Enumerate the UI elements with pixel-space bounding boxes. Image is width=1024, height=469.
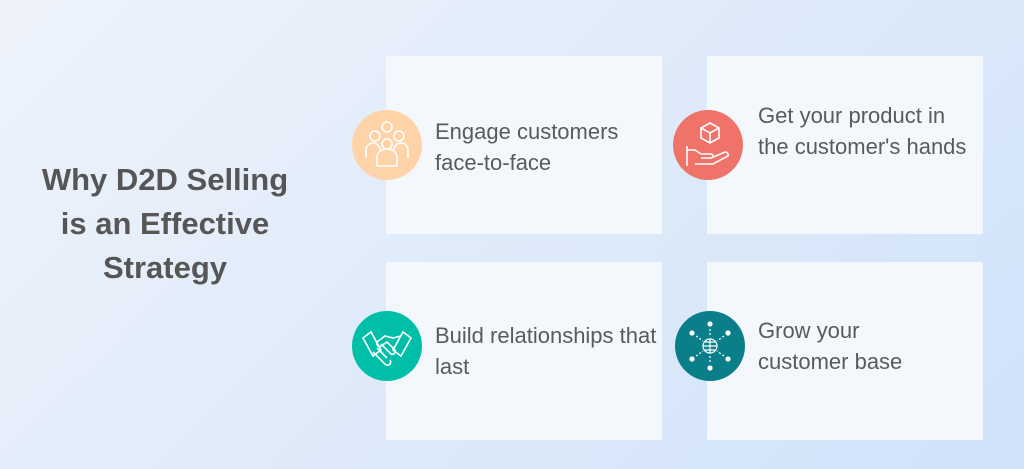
title-line: Why D2D Selling (41, 162, 289, 197)
item-text: Engage customers face-to-face (435, 119, 619, 175)
people-group-icon (352, 110, 422, 180)
card-grow (707, 262, 983, 440)
title-line: is an Effective (60, 206, 270, 241)
card-engage (386, 56, 662, 234)
network-globe-icon (675, 311, 745, 381)
page-title: Why D2D Selling is an Effective Strategy (20, 158, 310, 290)
title-line: Strategy (102, 250, 228, 285)
handshake-icon (352, 311, 422, 381)
hand-box-icon (673, 110, 743, 180)
item-text: Get your product in the customer's hands (758, 103, 967, 159)
item-text: Grow your customer base (758, 318, 903, 374)
card-relationships (386, 262, 662, 440)
item-text: Build relationships that last (435, 323, 657, 379)
card-product (707, 56, 983, 234)
